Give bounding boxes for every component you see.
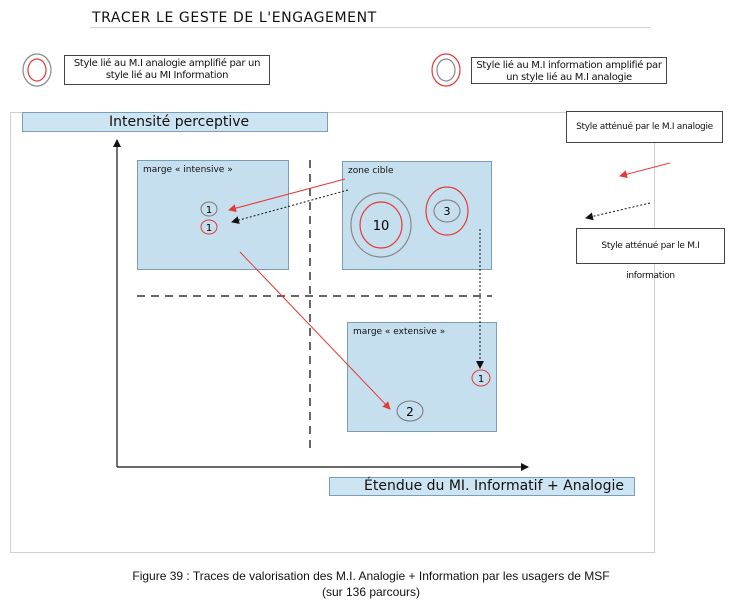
- arrow-red-target-to-intensive: [228, 178, 346, 213]
- svg-text:1: 1: [206, 223, 212, 234]
- page-title: TRACER LE GESTE DE L'ENGAGEMENT: [92, 10, 377, 26]
- legend-gray-red-circle-icon: [20, 50, 54, 90]
- double-circle-gray-inner-icon: [431, 53, 461, 87]
- arrow-black-target-to-intensive: [231, 189, 349, 224]
- marker-extensive-analogie: 1: [471, 369, 491, 387]
- zone-intensive-label: marge « intensive »: [143, 165, 233, 175]
- double-circle-red-inner-icon: [22, 53, 52, 87]
- marker-extensive-information: 2: [396, 400, 424, 422]
- zone-target-label: zone cible: [348, 166, 394, 176]
- svg-text:2: 2: [406, 405, 414, 419]
- legend-red-gray-circle-icon: [428, 50, 464, 90]
- svg-text:1: 1: [206, 205, 212, 216]
- marker-target-10: 10: [350, 192, 412, 258]
- legend-black-dotted-arrow: [585, 202, 651, 221]
- y-axis-label: Intensité perceptive: [22, 112, 328, 132]
- figure-caption-line2: (sur 136 parcours): [321, 585, 421, 599]
- marker-target-3: 3: [425, 186, 469, 236]
- legend-amplified-information: Style lié au M.I information amplifié pa…: [471, 57, 667, 84]
- marker-intensive-information: 1: [200, 201, 218, 217]
- legend-attenuated-analogie: Style atténué par le M.I analogie: [566, 111, 723, 143]
- figure-caption-line1: Figure 39 : Traces de valorisation des M…: [132, 569, 610, 583]
- legend-red-arrow: [619, 162, 671, 179]
- marker-intensive-analogie: 1: [200, 219, 218, 235]
- arrow-red-intensive-to-extensive: [239, 251, 391, 410]
- title-divider: [90, 27, 650, 28]
- legend-amplified-analogie: Style lié au M.I analogie amplifié par u…: [64, 55, 270, 85]
- svg-text:10: 10: [373, 219, 390, 234]
- svg-text:1: 1: [478, 374, 484, 385]
- zone-extensive-label: marge « extensive »: [353, 327, 446, 337]
- svg-text:3: 3: [444, 205, 451, 218]
- legend-attenuated-information: Style atténué par le M.I information: [576, 228, 725, 281]
- x-axis-label: Étendue du MI. Informatif + Analogie: [329, 477, 635, 496]
